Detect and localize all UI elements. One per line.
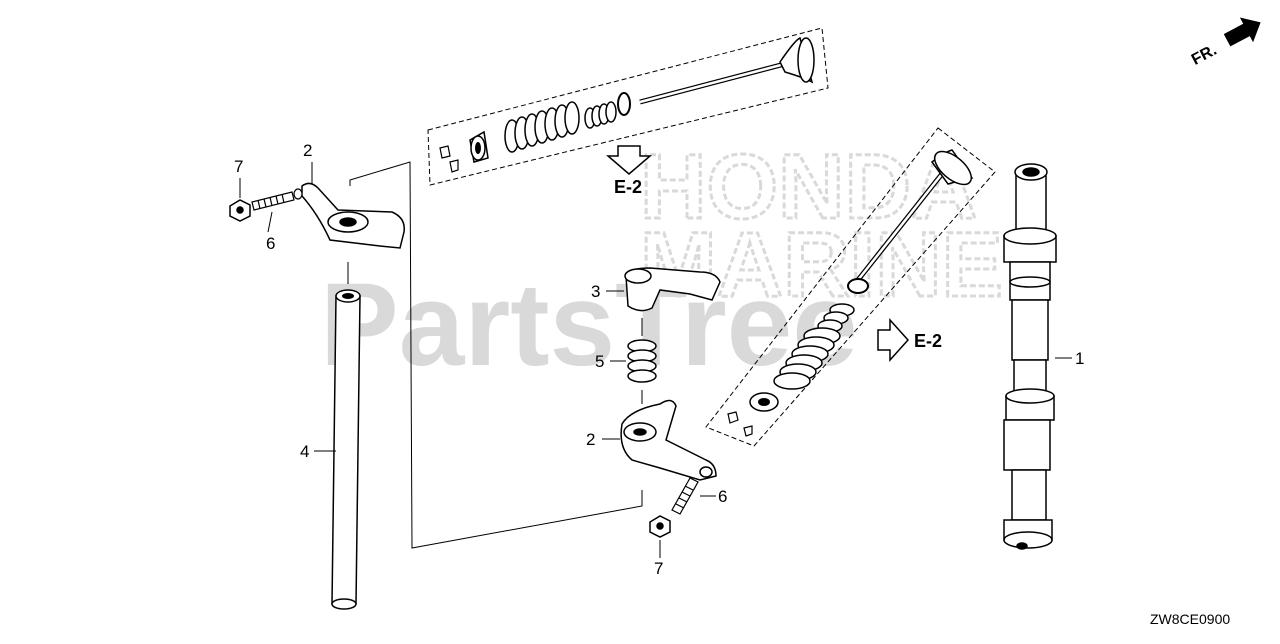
spring-retainer <box>749 392 779 412</box>
callout-6-bottom: 6 <box>718 487 727 506</box>
lock-nut-upper <box>229 199 251 222</box>
valve-seal <box>847 278 869 294</box>
callout-1: 1 <box>1075 349 1084 368</box>
watermark-marine: MARINE <box>640 214 1003 316</box>
reference-e2-upper: E-2 <box>605 145 653 197</box>
reference-label: E-2 <box>914 331 942 351</box>
callout-7-top: 7 <box>234 157 243 176</box>
down-arrow-icon <box>605 145 653 175</box>
watermark-honda: HONDA <box>640 136 977 238</box>
rocker-arm-lower <box>620 399 717 481</box>
callouts: 1 2 2 3 4 5 6 6 7 7 <box>234 141 1084 578</box>
front-label: FR. <box>1189 42 1220 69</box>
leader-lines <box>239 161 1072 558</box>
callout-4: 4 <box>300 442 309 461</box>
callout-5: 5 <box>595 352 604 371</box>
adjusting-screw-upper <box>251 188 303 211</box>
valve-keeper <box>727 411 739 424</box>
valve-spring <box>773 327 841 390</box>
callout-2-top: 2 <box>303 141 312 160</box>
lock-nut-lower <box>649 515 671 538</box>
camshaft <box>1003 163 1057 550</box>
pushrod <box>331 289 361 610</box>
watermark: HONDA MARINE PartsTree <box>320 135 1004 392</box>
rocker-spring <box>627 339 657 383</box>
callout-7-bottom: 7 <box>654 559 663 578</box>
watermark-partstree: PartsTree <box>320 259 858 391</box>
small-spring <box>584 101 617 129</box>
arrow-icon <box>1223 17 1261 47</box>
callout-2-bottom: 2 <box>586 430 595 449</box>
callout-3: 3 <box>591 282 600 301</box>
diagram-code: ZW8CE0900 <box>1150 611 1230 627</box>
spring-retainer <box>469 130 489 163</box>
valve-spring <box>504 101 580 153</box>
reference-e2-right: E-2 <box>877 318 942 362</box>
right-arrow-icon <box>877 318 910 362</box>
adjusting-screw-lower <box>671 477 699 515</box>
reference-label: E-2 <box>614 177 642 197</box>
valve-keeper <box>449 159 459 173</box>
dashed-outline <box>427 27 829 186</box>
rocker-arm-upper <box>301 182 405 249</box>
rocker-arm-middle <box>624 267 721 312</box>
lower-valve-assembly <box>705 127 996 447</box>
dashed-outline <box>705 127 996 447</box>
valve-seal <box>617 92 631 116</box>
upper-valve-assembly <box>427 27 829 186</box>
front-direction-indicator: FR. <box>1189 17 1261 69</box>
callout-6-top: 6 <box>266 234 275 253</box>
valve-keeper <box>439 145 451 159</box>
valve-keeper <box>743 425 753 437</box>
